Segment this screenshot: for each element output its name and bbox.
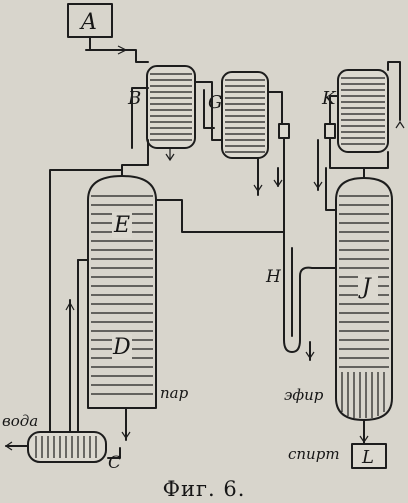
pipes-right	[313, 61, 405, 445]
heat-exchanger-c: вода C	[2, 412, 121, 473]
label-g: G	[208, 92, 222, 113]
label-l: L	[361, 447, 374, 468]
u-tube-h: H эфир	[265, 229, 337, 404]
label-c: C	[108, 453, 121, 473]
figure-caption: Фиг. 6.	[163, 477, 246, 501]
box-a: A	[67, 3, 113, 38]
label-voda: вода	[2, 412, 38, 430]
pipe-a-to-b	[85, 36, 149, 63]
condenser-k: K	[321, 69, 389, 153]
column-e-d: E D пар	[87, 175, 189, 409]
box-l: L спирт	[288, 443, 387, 469]
column-j: J	[335, 177, 393, 421]
label-a: A	[79, 10, 97, 35]
label-efir: эфир	[284, 386, 324, 404]
label-e: E	[113, 213, 130, 238]
condenser-g: G	[208, 71, 269, 159]
label-spirt: спирт	[288, 445, 340, 463]
label-par: пар	[160, 384, 189, 402]
label-b: B	[127, 88, 141, 109]
label-j: J	[358, 275, 372, 300]
condenser-b: B	[127, 65, 196, 149]
pipes-left	[49, 87, 285, 459]
label-d: D	[112, 335, 131, 360]
pipes-condensers	[165, 81, 290, 231]
label-h: H	[265, 267, 282, 287]
